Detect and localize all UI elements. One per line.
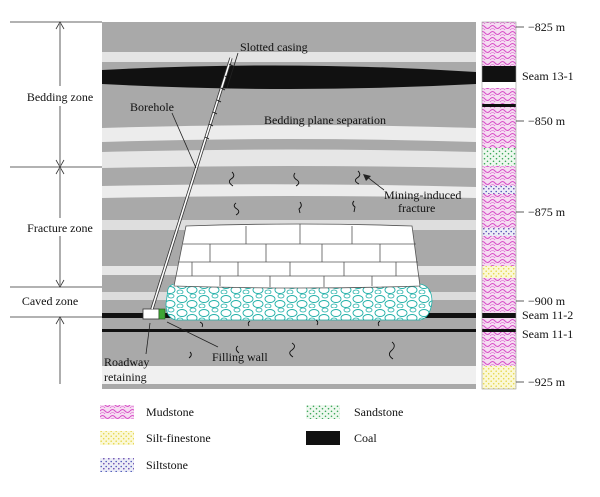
- legend-label-siltfine: Silt-finestone: [146, 431, 211, 445]
- caved-rubble: [165, 283, 433, 321]
- zone-label-caved: Caved zone: [22, 294, 78, 308]
- depth-label-850: −850 m: [528, 114, 566, 128]
- slotted-casing: [204, 63, 234, 140]
- depth-ticks: [516, 26, 524, 383]
- legend-swatch-mudstone: [100, 405, 134, 419]
- legend-swatch-siltfine: [100, 431, 134, 445]
- rock-section: [102, 22, 476, 389]
- legend-label-siltstone: Siltstone: [146, 458, 188, 472]
- slotted-casing-label: Slotted casing: [240, 40, 308, 54]
- fracture-lines: [188, 170, 395, 360]
- legend: Mudstone Silt-finestone Siltstone Sandst…: [100, 405, 403, 472]
- filling-wall: [158, 308, 166, 320]
- roadway-label: Roadway: [104, 355, 149, 369]
- light-stratum: [102, 52, 476, 62]
- zone-brackets: [10, 21, 102, 384]
- depth-label-900: −900 m: [528, 294, 566, 308]
- light-stratum: [102, 184, 476, 198]
- fractured-block: [173, 223, 421, 289]
- coal-seam-13-1: [102, 65, 476, 89]
- bedding-separation-label: Bedding plane separation: [264, 113, 386, 127]
- filling-wall-label: Filling wall: [212, 350, 268, 364]
- legend-swatch-sandstone: [306, 405, 340, 419]
- depth-label-825: −825 m: [528, 20, 566, 34]
- light-stratum: [102, 149, 476, 168]
- borehole: [151, 57, 232, 310]
- mining-fracture-label: Mining-induced: [384, 188, 461, 202]
- zone-label-bedding: Bedding zone: [27, 90, 93, 104]
- arrowhead: [363, 174, 371, 181]
- lithology-column: [481, 21, 517, 390]
- mining-fracture-label-2: fracture: [398, 201, 435, 215]
- leader-lines: [145, 52, 385, 355]
- roadway-label-2: retaining: [104, 370, 147, 384]
- roadway: [142, 308, 160, 320]
- seam-label-11-2: Seam 11-2: [522, 308, 573, 322]
- legend-swatch-coal: [306, 431, 340, 445]
- legend-swatch-siltstone: [100, 458, 134, 472]
- light-stratum: [102, 366, 476, 384]
- zone-label-fracture: Fracture zone: [27, 221, 93, 235]
- light-stratum: [102, 125, 476, 142]
- depth-label-875: −875 m: [528, 205, 566, 219]
- legend-label-mudstone: Mudstone: [146, 405, 194, 419]
- seam-label-13-1: Seam 13-1: [522, 69, 574, 83]
- legend-label-sandstone: Sandstone: [354, 405, 403, 419]
- legend-label-coal: Coal: [354, 431, 377, 445]
- depth-label-925: −925 m: [528, 375, 566, 389]
- seam-label-11-1: Seam 11-1: [522, 327, 573, 341]
- coal-seam-11-1: [102, 329, 476, 332]
- borehole-label: Borehole: [130, 100, 174, 114]
